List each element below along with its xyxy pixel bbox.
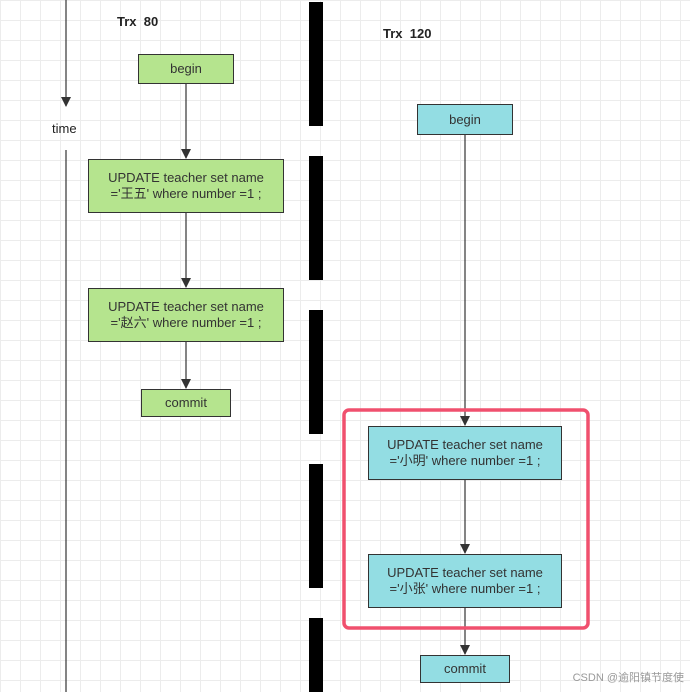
trx80-begin-node: begin [138, 54, 234, 84]
trx120-update1-node: UPDATE teacher set name ='小明' where numb… [368, 426, 562, 480]
trx80-commit-node: commit [141, 389, 231, 417]
trx80-update1-node: UPDATE teacher set name ='王五' where numb… [88, 159, 284, 213]
transaction-divider [309, 2, 323, 692]
highlight-frame [342, 408, 590, 630]
trx120-title: Trx 120 [383, 26, 432, 41]
trx120-begin-node: begin [417, 104, 513, 135]
trx120-commit-node: commit [420, 655, 510, 683]
trx120-update2-node: UPDATE teacher set name ='小张' where numb… [368, 554, 562, 608]
time-label: time [52, 121, 77, 136]
trx80-title: Trx 80 [117, 14, 159, 29]
trx80-update2-node: UPDATE teacher set name ='赵六' where numb… [88, 288, 284, 342]
watermark: CSDN @逾阳镇节度使 [572, 672, 684, 684]
